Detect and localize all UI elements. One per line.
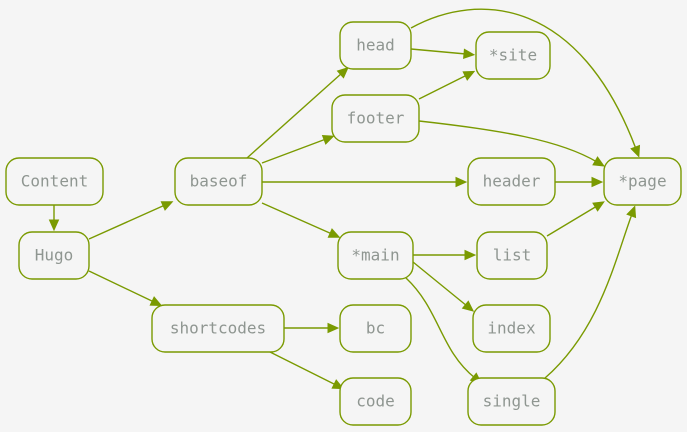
edge-hugo-shortcodes <box>88 270 163 306</box>
arrowhead <box>327 228 341 238</box>
arrowhead <box>591 176 604 188</box>
arrowhead <box>461 300 475 312</box>
node-footer: footer <box>331 94 420 143</box>
edge-line <box>410 48 467 55</box>
arrowhead <box>462 70 476 81</box>
node-baseof: baseof <box>174 157 263 206</box>
node-label: Content <box>21 172 88 191</box>
node-label: header <box>483 172 541 191</box>
node-box <box>467 377 556 426</box>
arrowhead <box>463 48 476 60</box>
edge-line <box>405 277 476 379</box>
edge-head-site <box>410 48 476 60</box>
edge-baseof-head <box>246 66 349 159</box>
arrowhead <box>630 144 641 158</box>
arrowhead <box>149 296 163 306</box>
node-bc: bc <box>339 304 412 353</box>
node-label: footer <box>347 109 405 128</box>
edge-list-page <box>546 201 605 237</box>
edges-layer <box>48 8 641 390</box>
node-box <box>151 304 285 353</box>
edge-hugo-baseof <box>88 201 174 240</box>
node-box <box>331 94 420 143</box>
edge-shortcodes-bc <box>284 322 340 334</box>
node-label: baseof <box>190 172 248 191</box>
node-head: head <box>339 21 412 70</box>
edge-shortcodes-code <box>269 351 345 390</box>
node-box <box>603 157 682 206</box>
arrowhead <box>592 156 605 167</box>
node-box <box>475 31 551 80</box>
node-hugo: Hugo <box>18 231 90 280</box>
node-label: list <box>493 246 532 265</box>
arrowhead <box>160 201 174 211</box>
edge-line <box>546 205 598 237</box>
arrowhead <box>336 66 349 79</box>
edge-line <box>418 74 468 100</box>
node-main: *main <box>337 231 414 280</box>
edge-line <box>246 72 343 159</box>
edge-line <box>88 270 155 303</box>
node-box <box>174 157 263 206</box>
node-label: bc <box>366 319 385 338</box>
edge-baseof-footer <box>261 134 335 164</box>
edge-main-index <box>412 261 475 312</box>
node-label: *main <box>351 246 399 265</box>
edge-line <box>88 204 166 240</box>
node-box <box>18 231 90 280</box>
arrowhead <box>455 176 468 188</box>
arrowhead <box>626 205 637 219</box>
edge-single-page <box>544 205 637 379</box>
arrowhead <box>592 201 605 212</box>
node-box <box>339 377 412 426</box>
edge-line <box>412 261 468 307</box>
edge-line <box>410 8 637 150</box>
edge-baseof-header <box>262 176 468 188</box>
edge-content-hugo <box>48 205 60 232</box>
node-shortcodes: shortcodes <box>151 304 285 353</box>
node-label: code <box>356 392 395 411</box>
edge-line <box>261 202 333 235</box>
edge-baseof-main <box>261 202 341 238</box>
node-label: single <box>483 392 541 411</box>
arrowhead <box>321 134 335 145</box>
node-box <box>339 304 412 353</box>
node-code: code <box>339 377 412 426</box>
node-index: index <box>472 304 551 353</box>
edge-line <box>544 213 633 379</box>
node-label: Hugo <box>35 246 74 265</box>
edge-line <box>269 351 337 386</box>
arrowhead <box>464 249 477 261</box>
node-page: *page <box>603 157 682 206</box>
node-box <box>472 304 551 353</box>
node-label: shortcodes <box>170 319 266 338</box>
node-box <box>339 21 412 70</box>
edge-line <box>261 138 327 164</box>
node-label: index <box>487 319 536 338</box>
node-box <box>5 157 104 206</box>
arrowhead <box>327 322 340 334</box>
node-label: head <box>356 36 395 55</box>
node-label: *site <box>489 46 537 65</box>
node-box <box>337 231 414 280</box>
edge-line <box>418 120 598 163</box>
edge-footer-site <box>418 70 476 100</box>
edge-head-page <box>410 8 641 158</box>
edge-main-single <box>405 277 483 384</box>
node-header: header <box>467 157 556 206</box>
node-content: Content <box>5 157 104 206</box>
node-box <box>467 157 556 206</box>
node-box <box>476 231 548 280</box>
arrowhead <box>48 219 60 232</box>
node-single: single <box>467 377 556 426</box>
edge-main-list <box>413 249 477 261</box>
node-list: list <box>476 231 548 280</box>
node-label: *page <box>618 172 666 191</box>
node-site: *site <box>475 31 551 80</box>
edge-header-page <box>555 176 604 188</box>
edge-footer-page <box>418 120 605 167</box>
